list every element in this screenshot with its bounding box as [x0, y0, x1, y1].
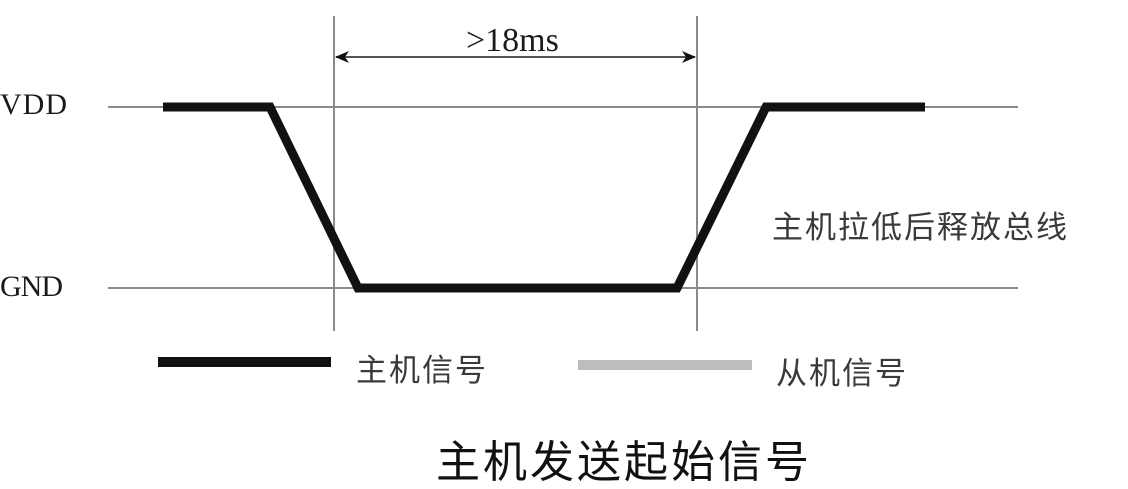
gnd-label: GND: [0, 270, 63, 303]
legend-master-label: 主机信号: [356, 353, 488, 389]
legend-slave-label: 从机信号: [776, 356, 908, 392]
duration-label: >18ms: [466, 22, 559, 59]
vdd-label: VDD: [0, 88, 68, 121]
release-bus-annotation: 主机拉低后释放总线: [772, 210, 1069, 246]
master-signal-waveform: [163, 102, 925, 293]
diagram-caption: 主机发送起始信号: [436, 437, 812, 488]
